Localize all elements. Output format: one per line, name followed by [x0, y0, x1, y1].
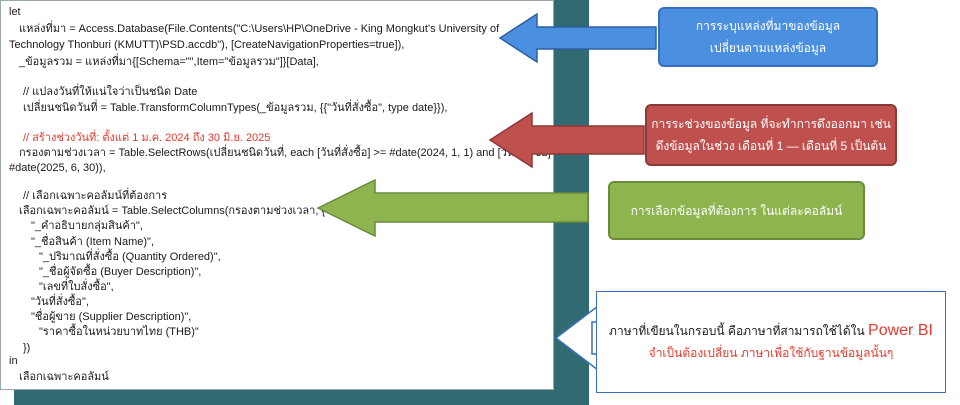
source-annotation-line2: เปลี่ยนตามแหล่งข้อมูล: [709, 41, 827, 55]
language-note-line2: จำเป็นต้องเปลี่ยน ภาษาเพื่อใช้กับฐานข้อม…: [648, 346, 894, 360]
language-note-text: ภาษาที่เขียนในกรอบนี้ คือภาษาที่สามารถใช…: [609, 324, 865, 338]
code-column-3: "_ปริมาณที่สั่งซื้อ (Quantity Ordered)",: [39, 251, 221, 263]
source-annotation-box: การระบุแหล่งที่มาของข้อมูล เปลี่ยนตามแหล…: [658, 7, 878, 67]
outline-arrow-icon: [554, 304, 599, 372]
code-source-text: แหล่งที่มา = Access.Database(File.Conten…: [19, 23, 500, 35]
code-line-in: in: [9, 355, 18, 367]
code-column-5: "เลขที่ใบสั่งซื้อ",: [39, 281, 114, 293]
code-line-let: let: [9, 6, 21, 18]
code-line-select-rows: กรองตามช่วงเวลา = Table.SelectRows(เปลี่…: [19, 147, 567, 159]
code-line-select-columns: เลือกเฉพาะคอลัมน์ = Table.SelectColumns(…: [19, 205, 326, 217]
red-arrow-icon: [488, 111, 645, 169]
code-line-data: _ข้อมูลรวม = แหล่งที่มา{[Schema="",Item=…: [19, 56, 319, 68]
code-comment-select-columns: // เลือกเฉพาะคอลัมน์ที่ต้องการ: [23, 190, 168, 202]
code-line-source-cont: Technology Thonburi (KMUTT)\PSD.accdb"),…: [9, 39, 405, 51]
source-annotation-line1: การระบุแหล่งที่มาของข้อมูล: [695, 19, 841, 33]
code-line-result: เลือกเฉพาะคอลัมน์: [19, 371, 109, 383]
date-range-annotation-box: การระช่วงของข้อมูล ที่จะทำการดึงออกมา เช…: [645, 104, 897, 166]
select-columns-annotation-box: การเลือกข้อมูลที่ต้องการ ในแต่ละคอลัมน์: [608, 181, 865, 240]
code-line-transform-types: เปลี่ยนชนิดวันที่ = Table.TransformColum…: [23, 102, 448, 114]
power-bi-label: Power BI: [868, 322, 933, 339]
code-column-7: "ชื่อผู้ขาย (Supplier Description)",: [31, 311, 192, 323]
date-range-annotation-line2: ดึงข้อมูลในช่วง เดือนที่ 1 — เดือนที่ 5 …: [655, 139, 887, 153]
green-arrow-icon: [316, 178, 589, 238]
code-line-source: แหล่งที่มา = Access.Database(File.Conten…: [19, 22, 499, 37]
code-column-8: "ราคาซื้อในหน่วยบาทไทย (THB)": [39, 326, 199, 338]
select-columns-annotation-text: การเลือกข้อมูลที่ต้องการ ในแต่ละคอลัมน์: [630, 203, 843, 218]
code-line-select-rows-cont: #date(2025, 6, 30)),: [9, 162, 106, 174]
code-comment-convert-date: // แปลงวันที่ให้แน่ใจว่าเป็นชนิด Date: [23, 86, 198, 98]
language-note-box: ภาษาที่เขียนในกรอบนี้ คือภาษาที่สามารถใช…: [596, 291, 946, 393]
code-column-1: "_คำอธิบายกลุ่มสินค้า",: [31, 220, 143, 232]
date-range-annotation-line1: การระช่วงของข้อมูล ที่จะทำการดึงออกมา เช…: [651, 117, 891, 131]
code-column-6: "วันที่สั่งซื้อ",: [31, 296, 89, 308]
blue-arrow-icon: [498, 12, 657, 64]
code-column-4: "_ชื่อผู้จัดซื้อ (Buyer Description)",: [39, 266, 202, 278]
code-column-2: "_ชื่อสินค้า (Item Name)",: [31, 236, 154, 248]
code-line-close-brace: }): [23, 342, 31, 354]
code-comment-date-range: // สร้างช่วงวันที่: ตั้งแต่ 1 ม.ค. 2024 …: [23, 132, 271, 144]
language-note-line1: ภาษาที่เขียนในกรอบนี้ คือภาษาที่สามารถใช…: [609, 320, 933, 342]
